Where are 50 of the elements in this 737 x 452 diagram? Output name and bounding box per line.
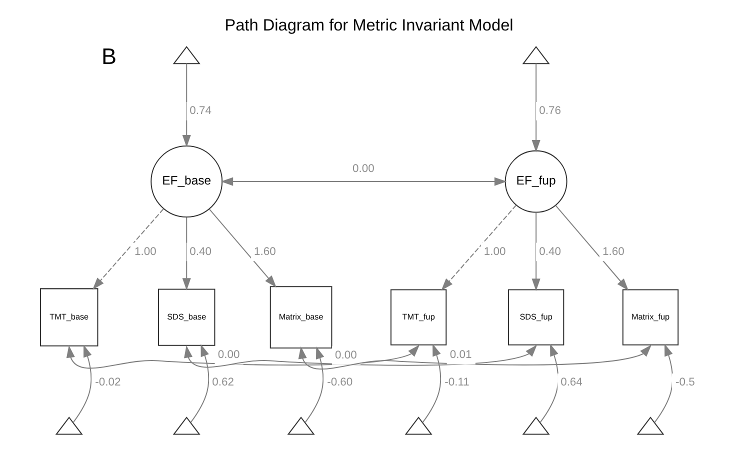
arrow [440, 204, 516, 290]
node-triangle [522, 416, 550, 434]
node-triangle [54, 416, 82, 434]
node-triangle [404, 416, 432, 434]
arrow [654, 343, 673, 422]
node-circle: EF_base [150, 145, 222, 218]
arrow [531, 212, 540, 290]
edge-label: 0.64 [560, 376, 582, 388]
node-triangle [172, 45, 200, 64]
arrow [92, 208, 164, 290]
edge-label: 0.01 [449, 348, 472, 360]
edge-label: 0.00 [217, 348, 240, 361]
edge-label: 1.00 [134, 245, 156, 258]
arrow [220, 176, 506, 186]
edge-label: 0.40 [189, 245, 212, 258]
node-circle: EF_fup [504, 150, 567, 212]
edge-label: 0.62 [212, 376, 234, 388]
node-box: SDS_base [158, 288, 215, 346]
edge-label: 1.60 [602, 245, 624, 258]
node-box: SDS_fup [507, 288, 564, 345]
edge-label: 1.60 [254, 245, 276, 258]
edge-label: -0.5 [675, 376, 694, 388]
node-box: TMT_fup [390, 288, 446, 345]
arrow [422, 343, 441, 422]
diagram-title: Path Diagram for Metric Invariant Model [224, 16, 513, 34]
edge-label: 0.00 [334, 348, 356, 361]
arrow [531, 63, 540, 152]
edge-label: -0.02 [94, 376, 120, 388]
node-box: Matrix_fup [622, 288, 678, 345]
node-triangle [522, 45, 550, 64]
edge-label: -0.60 [326, 376, 352, 388]
arrow [208, 208, 276, 287]
arrow [182, 63, 190, 147]
node-triangle [286, 416, 314, 434]
edge-label: -0.11 [444, 376, 469, 388]
arrow [72, 344, 92, 422]
node-box: TMT_base [40, 288, 98, 346]
arrow [190, 344, 209, 422]
edge-label: 0.74 [189, 104, 212, 117]
node-box: Matrix_base [269, 286, 332, 348]
arrow [539, 343, 558, 422]
node-triangle [636, 416, 664, 434]
edge-label: 0.76 [538, 104, 560, 117]
edge-label: 1.00 [483, 245, 506, 258]
arrow [182, 216, 190, 290]
node-triangle [172, 416, 200, 434]
edge-label: 0.00 [352, 162, 374, 175]
label: B [100, 43, 116, 68]
arrow [304, 346, 324, 422]
edge-label: 0.40 [538, 245, 560, 258]
